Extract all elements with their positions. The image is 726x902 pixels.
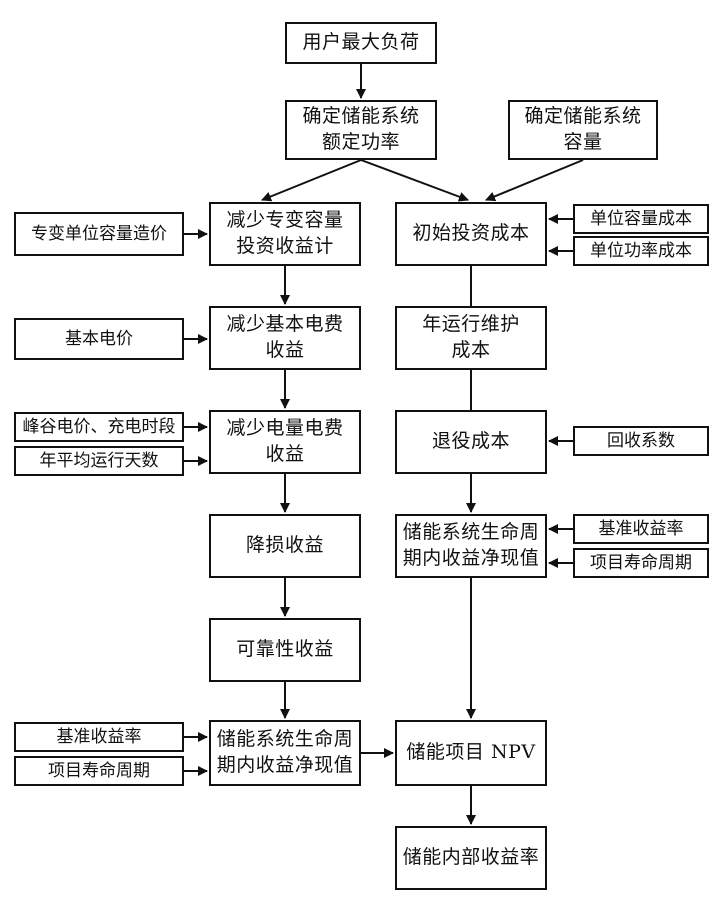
reliability-box: 可靠性收益: [209, 618, 361, 682]
rated-power-box: 确定储能系统 额定功率: [285, 100, 437, 160]
user-max-load-box: 用户最大负荷: [285, 22, 437, 64]
arrow-power-to-transformer: [261, 159, 362, 202]
reduce-basic-fee-box: 减少基本电费 收益: [209, 306, 361, 370]
npv-benefit-side-box: 储能系统生命周 期内收益净现值: [209, 720, 361, 786]
peak-valley-price-box: 峰谷电价、充电时段: [14, 412, 184, 442]
arrow-capacity-to-investment: [485, 159, 584, 202]
basic-price-box: 基本电价: [14, 318, 184, 360]
project-life-right-box: 项目寿命周期: [573, 548, 709, 578]
annual-run-days-box: 年平均运行天数: [14, 446, 184, 476]
retirement-cost-box: 退役成本: [395, 410, 547, 474]
capacity-box: 确定储能系统 容量: [508, 100, 658, 160]
project-life-left-box: 项目寿命周期: [14, 756, 184, 786]
dedicated-transformer-cost-box: 专变单位容量造价: [14, 212, 184, 256]
reduce-energy-fee-box: 减少电量电费 收益: [209, 410, 361, 474]
recovery-coefficient-box: 回收系数: [573, 426, 709, 456]
unit-power-cost-box: 单位功率成本: [573, 236, 709, 266]
project-npv-box: 储能项目 NPV: [395, 720, 547, 786]
npv-cost-side-box: 储能系统生命周 期内收益净现值: [395, 514, 547, 578]
initial-investment-box: 初始投资成本: [395, 202, 547, 266]
loss-reduction-box: 降损收益: [209, 514, 361, 578]
irr-box: 储能内部收益率: [395, 826, 547, 890]
unit-capacity-cost-box: 单位容量成本: [573, 204, 709, 234]
benchmark-rate-right-box: 基准收益率: [573, 514, 709, 544]
arrow-power-to-investment: [360, 159, 469, 202]
reduce-transformer-capacity-box: 减少专变容量 投资收益计: [209, 202, 361, 266]
benchmark-rate-left-box: 基准收益率: [14, 722, 184, 752]
annual-om-cost-box: 年运行维护 成本: [395, 306, 547, 370]
